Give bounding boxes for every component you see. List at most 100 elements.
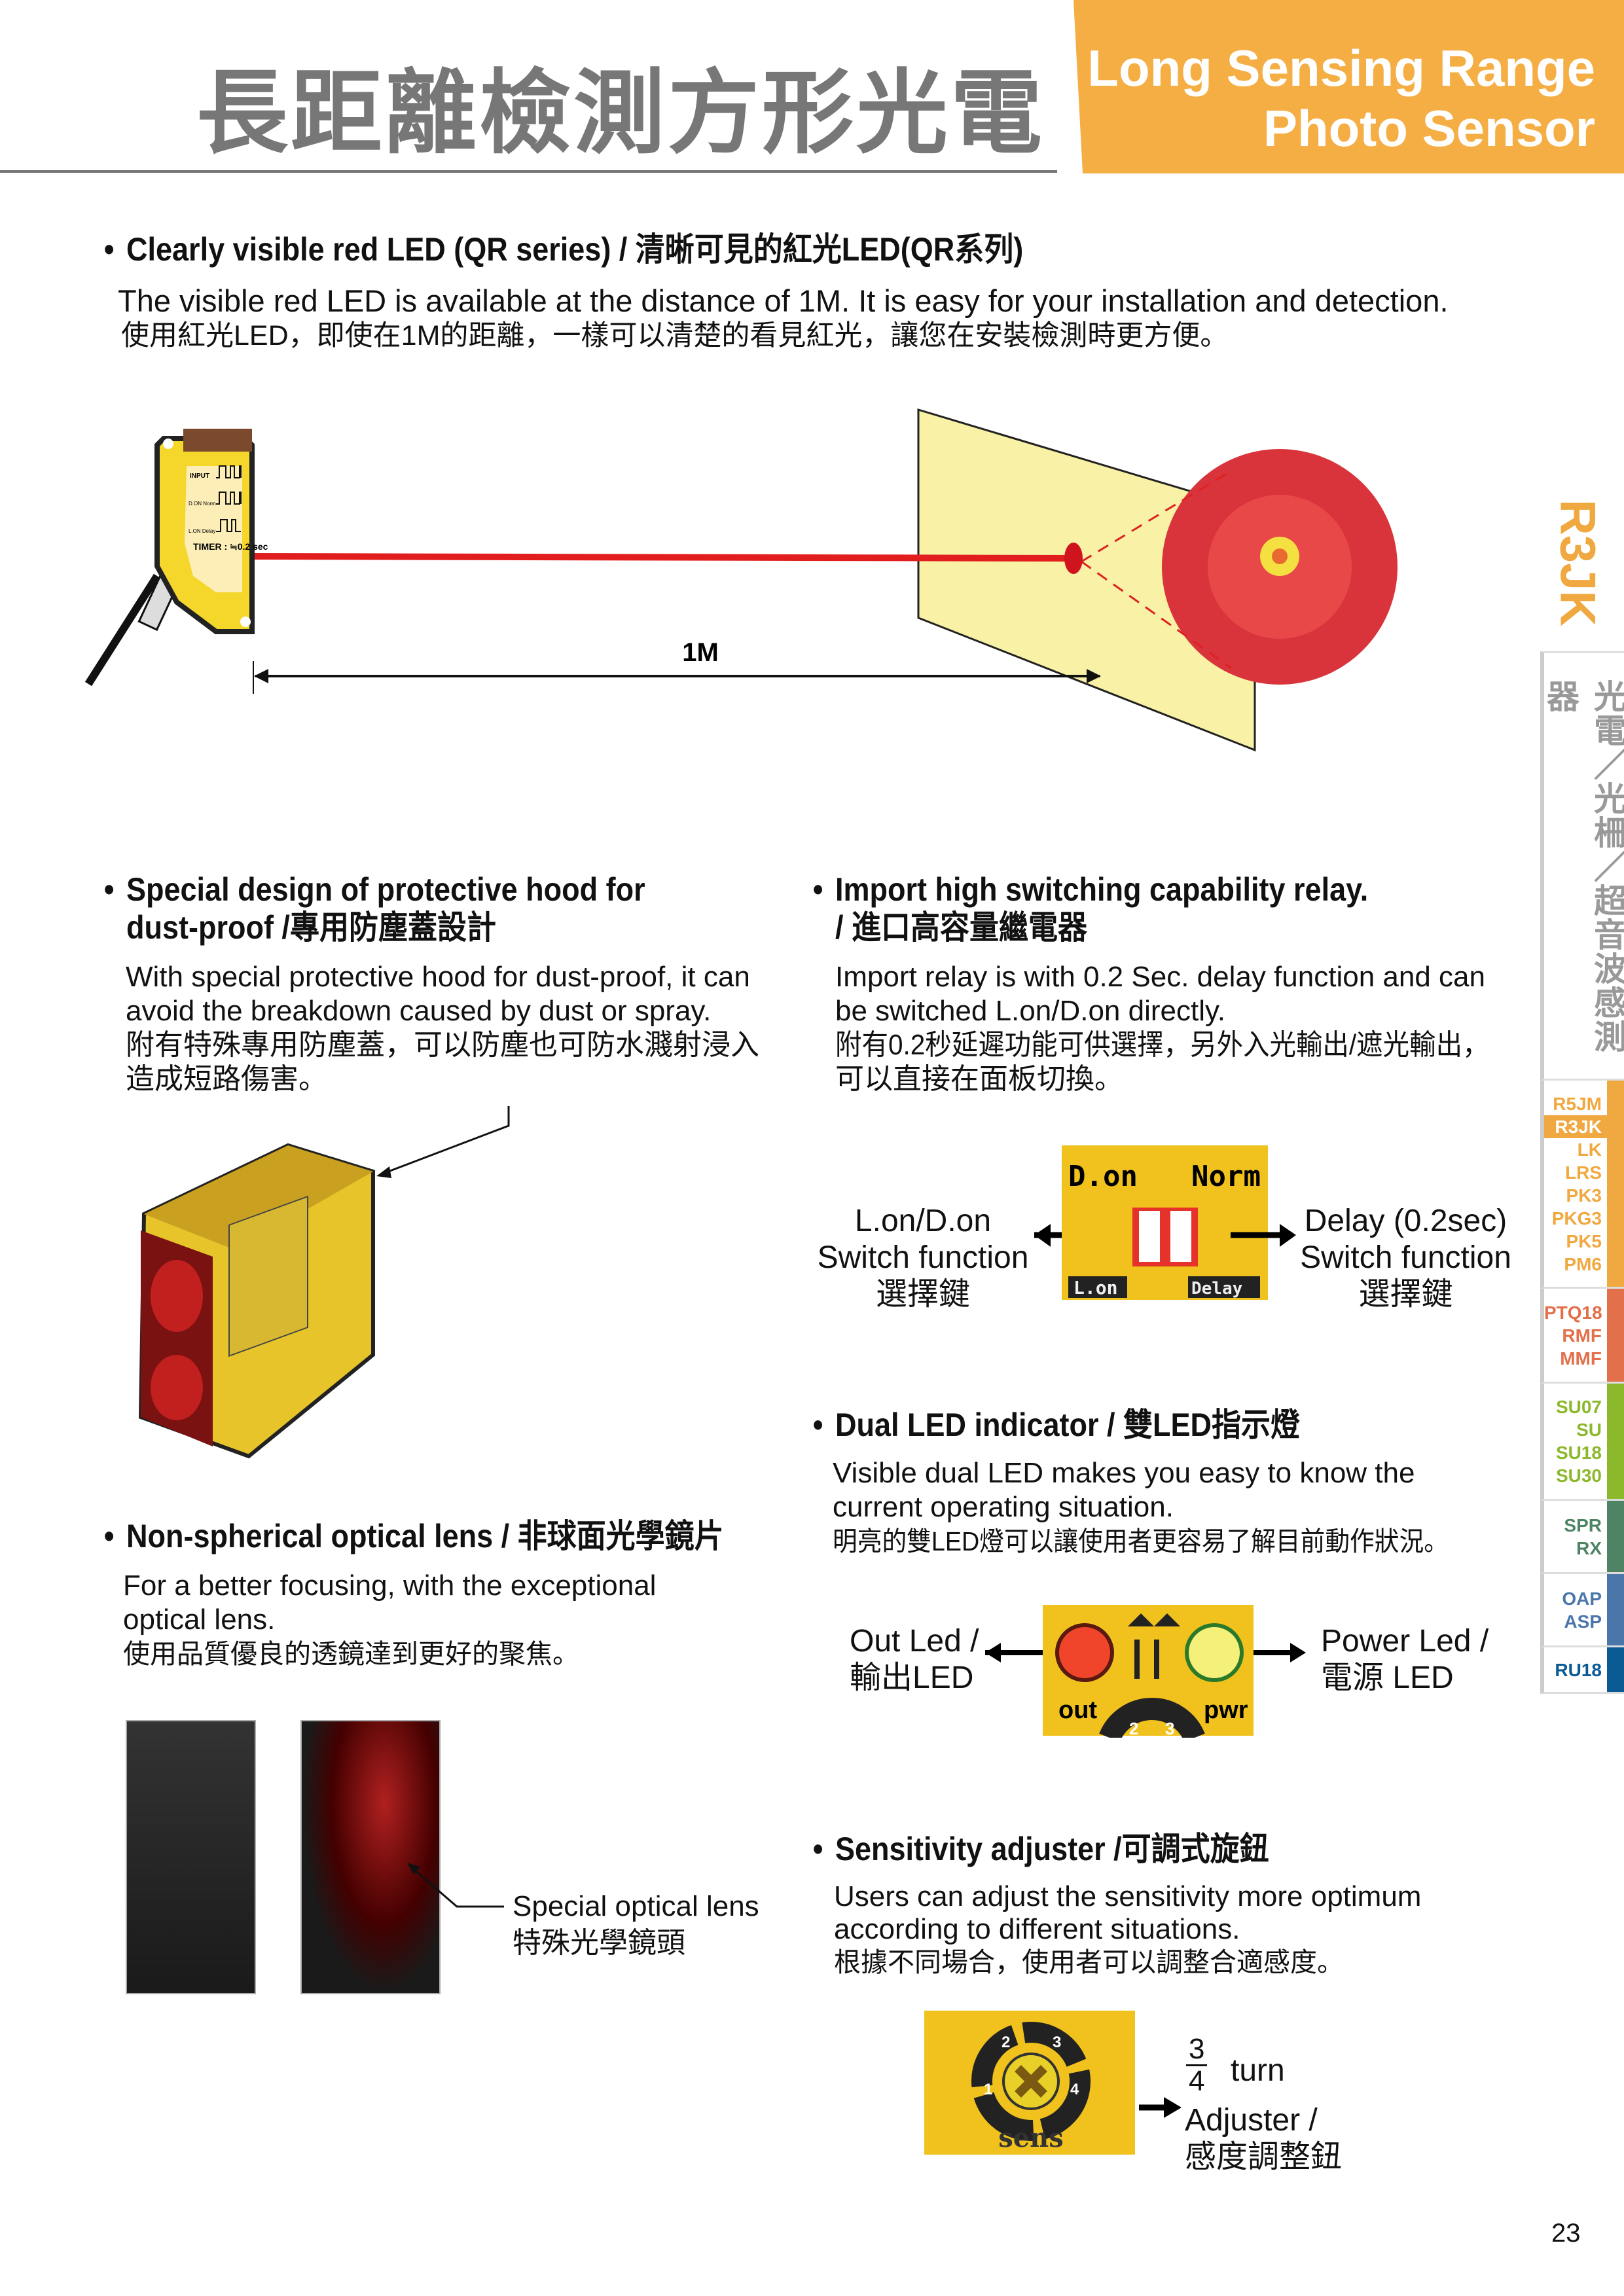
sidebar-group-color-bar: [1607, 1081, 1624, 1287]
section-heading-dual-led: •Dual LED indicator / 雙LED指示燈: [812, 1407, 1301, 1443]
sidebar-item-su30[interactable]: SU30: [1555, 1465, 1602, 1486]
body-line: be switched L.on/D.on directly.: [835, 995, 1225, 1027]
sidebar-item-su[interactable]: SU: [1576, 1420, 1602, 1440]
body-line: 附有特殊專用防塵蓋，可以防塵也可防水濺射浸入: [126, 1029, 759, 1061]
sensor-hood: [183, 429, 252, 452]
sidebar-item-ptq18[interactable]: PTQ18: [1544, 1302, 1602, 1323]
body-line: 附有0.2秒延遲功能可供選擇，另外入光輸出/遮光輸出，: [835, 1029, 1489, 1061]
body-line: current operating situation.: [833, 1491, 1174, 1523]
section-heading-red-led: •Clearly visible red LED (QR series) / 清…: [103, 231, 1024, 268]
heading-line2: dust-proof /專用防塵蓋設計: [126, 909, 496, 946]
body-line: avoid the breakdown caused by dust or sp…: [126, 995, 712, 1027]
label-line: 選擇鍵: [1358, 1277, 1453, 1312]
heading-line1: Special design of protective hood for: [126, 871, 645, 908]
sidebar-item-asp[interactable]: ASP: [1564, 1611, 1602, 1632]
sidebar-group-color-bar: [1607, 1384, 1624, 1499]
section-body-en: The visible red LED is available at the …: [118, 283, 1449, 318]
sidebar-item-ru18[interactable]: RU18: [1555, 1659, 1602, 1680]
sensitivity-dial-photo: 2 3 1 4 sens: [924, 2011, 1182, 2155]
body-line: Import relay is with 0.2 Sec. delay func…: [835, 961, 1485, 993]
dual-led-photo: out pwr 2 3: [985, 1605, 1306, 1738]
dial-digit: 3: [1165, 1719, 1174, 1738]
dial-digit: 2: [1001, 2034, 1010, 2051]
lens-photo-closed: [126, 1720, 256, 1994]
red-led-distance-diagram: INPUT D.ON Norm L.ON Delay TIMER : ≒0.2 …: [85, 408, 1398, 752]
panel-lon-text: L.ON Delay: [189, 528, 215, 534]
dial-digit: 3: [1053, 2034, 1061, 2051]
target-wall: [917, 408, 1256, 752]
sensor-photo: [138, 1106, 510, 1459]
lens-body: For a better focusing, with the exceptio…: [123, 1569, 656, 1671]
section-heading-relay: •Import high switching capability relay.…: [812, 871, 1369, 946]
body-line: 使用品質優良的透鏡達到更好的聚焦。: [123, 1639, 579, 1669]
panel-input-text: INPUT: [190, 473, 209, 480]
dial-digit: 2: [1129, 1719, 1138, 1738]
adjuster-label: Adjuster /感度調整鈕: [1185, 2102, 1342, 2176]
sidebar-item-pk5[interactable]: PK5: [1566, 1230, 1602, 1251]
heading-line1: Import high switching capability relay.: [835, 871, 1369, 908]
heading-text: Clearly visible red LED (QR series) / 清晰…: [126, 231, 1024, 268]
sidebar-item-r5jm[interactable]: R5JM: [1553, 1093, 1602, 1114]
sidebar-item-rx[interactable]: RX: [1576, 1537, 1602, 1558]
sidebar-item-su18[interactable]: SU18: [1555, 1443, 1602, 1463]
sidebar-item-pm6[interactable]: PM6: [1564, 1253, 1602, 1274]
turn-label: turn: [1231, 2053, 1285, 2088]
dual-led-body: Visible dual LED makes you easy to know …: [833, 1456, 1502, 1558]
sidebar-item-su07[interactable]: SU07: [1555, 1397, 1602, 1417]
fraction-numerator: 3: [1186, 2034, 1208, 2066]
sidebar-category: 光電／光柵／超音波感測器: [1540, 651, 1624, 1081]
body-line: 根據不同場合，使用者可以調整合適感度。: [834, 1947, 1344, 1977]
title-en-line1: Long Sensing Range: [1087, 39, 1595, 97]
section-heading-sensitivity: •Sensitivity adjuster /可調式旋鈕: [812, 1831, 1269, 1867]
sidebar-item-pkg3[interactable]: PKG3: [1551, 1208, 1602, 1229]
relay-body: Import relay is with 0.2 Sec. delay func…: [835, 960, 1545, 1096]
sidebar-item-spr[interactable]: SPR: [1564, 1515, 1602, 1535]
body-line: 造成短路傷害。: [126, 1063, 327, 1095]
sensitivity-body: Users can adjust the sensitivity more op…: [834, 1880, 1421, 1979]
heading-text: Sensitivity adjuster /可調式旋鈕: [835, 1831, 1269, 1867]
lens-leader-line: [407, 1863, 504, 1908]
dip-norm-text: Norm: [1191, 1160, 1261, 1193]
sidebar-item-lrs[interactable]: LRS: [1565, 1162, 1602, 1183]
dip-switch-photo: D.on Norm L.on Delay: [1034, 1145, 1296, 1300]
out-text: out: [1058, 1696, 1097, 1724]
section-heading-optical-lens: •Non-spherical optical lens / 非球面光學鏡片: [103, 1518, 724, 1554]
label-line: Power Led /: [1321, 1624, 1489, 1659]
label-line: Switch function: [1300, 1240, 1511, 1275]
body-line: Visible dual LED makes you easy to know …: [833, 1457, 1415, 1489]
sidebar-item-pk3[interactable]: PK3: [1566, 1185, 1602, 1206]
label-line: Switch function: [817, 1240, 1029, 1275]
label-line: 輸出LED: [850, 1660, 974, 1695]
sidebar-group-color-bar: [1607, 1574, 1624, 1645]
fraction-denominator: 4: [1189, 2065, 1205, 2097]
panel-don-text: D.ON Norm: [189, 501, 216, 507]
body-line: 可以直接在面板切換。: [835, 1063, 1123, 1095]
sidebar-item-oap[interactable]: OAP: [1562, 1588, 1602, 1609]
sidebar-item-rmf[interactable]: RMF: [1562, 1325, 1602, 1346]
hood-body: With special protective hood for dust-pr…: [126, 960, 759, 1096]
sidebar-item-mmf[interactable]: MMF: [1560, 1348, 1602, 1369]
dial-ring: [971, 2022, 1091, 2141]
body-line: 明亮的雙LED燈可以讓使用者更容易了解目前動作狀況。: [833, 1526, 1449, 1556]
label-line: Delay (0.2sec): [1304, 1204, 1507, 1238]
lens-photo-open: [300, 1720, 441, 1994]
sidebar-group-color-bar: [1607, 1501, 1624, 1572]
laser-beam: [251, 553, 1081, 562]
power-led-icon: [1185, 1623, 1244, 1682]
dip-delay-text: Delay: [1191, 1279, 1242, 1299]
label-line: Special optical lens: [513, 1890, 759, 1922]
power-led-label: Power Led /電源 LED: [1321, 1623, 1489, 1696]
out-led-label: Out Led /輸出LED: [850, 1623, 979, 1696]
body-line: For a better focusing, with the exceptio…: [123, 1570, 657, 1602]
header-rule: [0, 170, 1057, 173]
sidebar-item-lk[interactable]: LK: [1577, 1139, 1602, 1160]
